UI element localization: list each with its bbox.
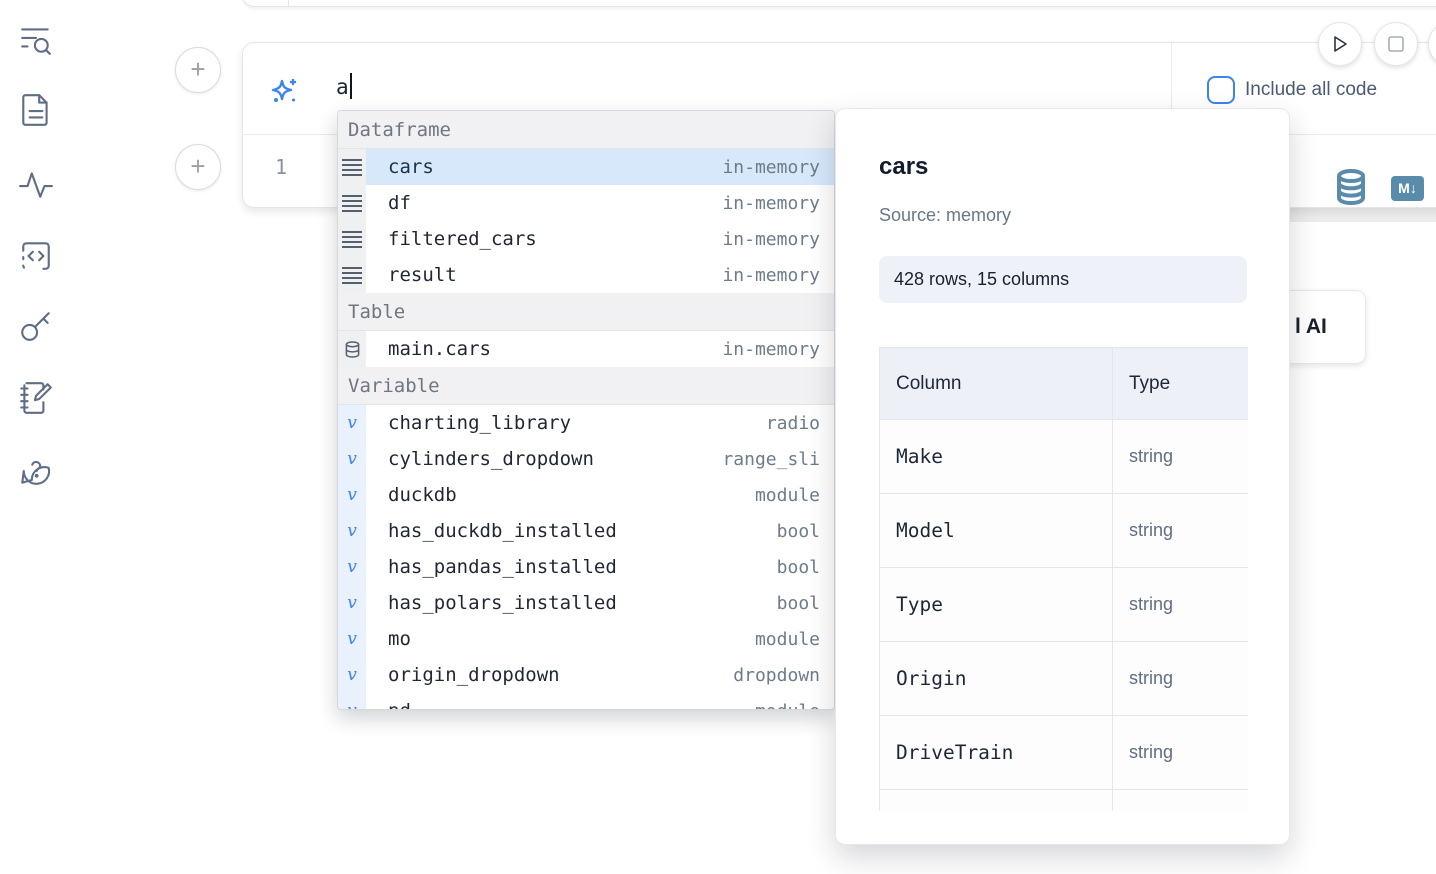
schema-row-clipped — [879, 789, 1248, 811]
dataframe-rows-icon — [338, 185, 366, 221]
stop-cell-button[interactable] — [1374, 22, 1418, 66]
prompt-options-divider — [1171, 43, 1172, 134]
dataframe-info-popup: cars Source: memory 428 rows, 15 columns… — [835, 108, 1290, 845]
autocomplete-item-df[interactable]: df in-memory — [338, 185, 834, 221]
add-cell-button-top[interactable]: + — [175, 47, 221, 93]
include-all-code-label: Include all code — [1245, 79, 1378, 100]
autocomplete-item-origin-dropdown[interactable]: v origin_dropdown dropdown — [338, 657, 834, 693]
ai-sparkle-icon — [269, 76, 301, 113]
left-toolbar — [0, 0, 72, 874]
variable-icon: v — [338, 693, 366, 709]
schema-row: Origin string — [879, 641, 1248, 716]
schema-row: Make string — [879, 419, 1248, 494]
schema-header-type: Type — [1112, 347, 1248, 420]
gutter-divider — [288, 0, 289, 6]
autocomplete-item-duckdb[interactable]: v duckdb module — [338, 477, 834, 513]
ai-prompt-input[interactable]: a — [336, 73, 352, 99]
activity-icon[interactable] — [16, 164, 56, 204]
variable-icon: v — [338, 441, 366, 477]
document-icon[interactable] — [16, 90, 56, 130]
variable-icon: v — [338, 621, 366, 657]
key-icon[interactable] — [16, 306, 56, 346]
autocomplete-item-cylinders-dropdown[interactable]: v cylinders_dropdown range_sli — [338, 441, 834, 477]
autocomplete-item-has-pandas-installed[interactable]: v has_pandas_installed bool — [338, 549, 834, 585]
ai-prompt-value: a — [336, 75, 349, 99]
text-caret — [349, 73, 352, 99]
autocomplete-item-main-cars[interactable]: main.cars in-memory — [338, 331, 834, 367]
autocomplete-item-has-polars-installed[interactable]: v has_polars_installed bool — [338, 585, 834, 621]
autocomplete-item-has-duckdb-installed[interactable]: v has_duckdb_installed bool — [338, 513, 834, 549]
popup-source: Source: memory — [879, 205, 1012, 225]
markdown-output-icon[interactable]: M↓ — [1391, 176, 1424, 201]
schema-row: DriveTrain string — [879, 715, 1248, 790]
variable-icon: v — [338, 585, 366, 621]
play-icon — [1334, 36, 1347, 52]
popup-title: cars — [879, 153, 929, 180]
variable-icon: v — [338, 405, 366, 441]
add-cell-button-bottom[interactable]: + — [175, 144, 221, 190]
table-database-icon — [338, 331, 366, 367]
notebook-pen-icon[interactable] — [16, 378, 56, 418]
autocomplete-item-result[interactable]: result in-memory — [338, 257, 834, 293]
variable-icon: v — [338, 513, 366, 549]
include-all-code-checkbox[interactable] — [1207, 76, 1235, 104]
variable-icon: v — [338, 477, 366, 513]
variable-icon: v — [338, 549, 366, 585]
dataframe-rows-icon — [338, 149, 366, 185]
help-chat-icon[interactable] — [16, 450, 56, 490]
schema-table-container: Column Type Make string Model string Typ… — [879, 347, 1248, 811]
stop-icon — [1388, 36, 1404, 52]
autocomplete-item-mo[interactable]: v mo module — [338, 621, 834, 657]
section-header-variable: Variable — [338, 367, 834, 405]
dataframe-rows-icon — [338, 221, 366, 257]
schema-header-column: Column — [879, 347, 1113, 420]
run-cell-button[interactable] — [1318, 22, 1362, 66]
section-header-dataframe: Dataframe — [338, 111, 834, 149]
schema-table: Column Type Make string Model string Typ… — [879, 347, 1248, 811]
dataframe-output-icon[interactable] — [1335, 169, 1369, 207]
variable-icon: v — [338, 657, 366, 693]
previous-cell-edge — [242, 0, 1436, 7]
schema-header-row: Column Type — [879, 347, 1248, 420]
ai-generate-button-label: l AI — [1295, 315, 1327, 338]
autocomplete-item-pd[interactable]: v pd module — [338, 693, 834, 709]
toc-search-icon[interactable] — [16, 20, 56, 60]
autocomplete-item-cars[interactable]: cars in-memory — [338, 149, 834, 185]
line-number: 1 — [274, 155, 288, 179]
autocomplete-item-filtered-cars[interactable]: filtered_cars in-memory — [338, 221, 834, 257]
dataframe-rows-icon — [338, 257, 366, 293]
autocomplete-dropdown: Dataframe cars in-memory df in-memory fi… — [337, 110, 835, 710]
schema-row: Model string — [879, 493, 1248, 568]
section-header-table: Table — [338, 293, 834, 331]
code-block-icon[interactable] — [16, 236, 56, 276]
schema-row: Type string — [879, 567, 1248, 642]
autocomplete-item-charting-library[interactable]: v charting_library radio — [338, 405, 834, 441]
popup-shape-badge: 428 rows, 15 columns — [879, 256, 1247, 303]
